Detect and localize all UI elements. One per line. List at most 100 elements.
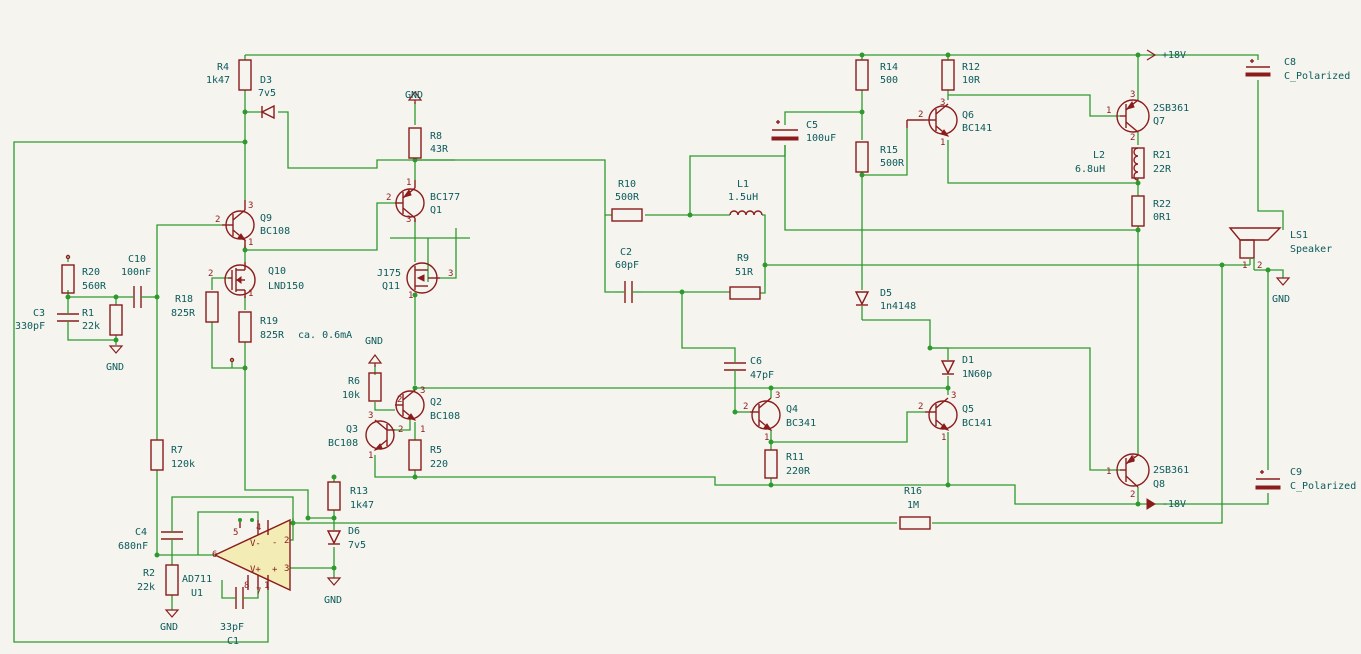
- gnd-symbol-ls: [1275, 277, 1291, 286]
- label-r14: R14: [880, 62, 898, 73]
- label-r1: R1: [82, 308, 94, 319]
- label-q1: Q1: [430, 205, 442, 216]
- transistor-q7: [1116, 99, 1150, 133]
- value-l2: 6.8uH: [1075, 164, 1105, 175]
- pin-label: 2: [208, 269, 213, 279]
- label-r9: R9: [737, 253, 749, 264]
- value-r6: 10k: [342, 390, 360, 401]
- resistor-r5: [408, 439, 422, 471]
- label-d1: D1: [962, 355, 974, 366]
- value-r18: 825R: [171, 308, 196, 319]
- resistors: [61, 59, 1145, 596]
- value-r5: 220: [430, 459, 448, 470]
- label-q7: Q7: [1153, 116, 1165, 127]
- label-q9: Q9: [260, 213, 272, 224]
- component-labels: R4 1k47 D3 7v5 GND R8 43R BC177 Q1 R10 5…: [15, 50, 1356, 647]
- resistor-r14: [855, 59, 869, 91]
- value-r12: 10R: [962, 75, 981, 86]
- pin-label: 2: [386, 193, 391, 203]
- label-r15: R15: [880, 145, 898, 156]
- value-r4: 1k47: [206, 75, 230, 86]
- label-d3: D3: [260, 75, 272, 86]
- label-gnd: GND: [405, 90, 423, 101]
- label-l2: L2: [1093, 150, 1105, 161]
- diode-d3: [260, 104, 275, 120]
- value-c1: 33pF: [220, 622, 244, 633]
- pin-label: 1: [368, 451, 373, 461]
- transistor-q10: [224, 262, 256, 298]
- pin-label: 2: [398, 425, 403, 435]
- diode-d5: [854, 291, 870, 306]
- power-flag-minus18: [1146, 498, 1156, 510]
- pin-label: 3: [284, 564, 289, 574]
- value-r7: 120k: [171, 459, 195, 470]
- pin-label: 1: [941, 433, 946, 443]
- label-gnd: GND: [1272, 294, 1290, 305]
- pin-label: 3: [775, 391, 780, 401]
- transistor-q5: [925, 397, 958, 431]
- resistor-r6: [368, 372, 382, 402]
- value-d5: 1n4148: [880, 301, 916, 312]
- transistor-q8: [1116, 453, 1150, 488]
- pin-label: 1: [264, 581, 269, 591]
- capacitor-c3: [57, 310, 79, 327]
- gnd-symbol-r2: [164, 609, 180, 618]
- value-r20: 560R: [82, 281, 107, 292]
- value-r14: 500: [880, 75, 898, 86]
- value-d1: 1N60p: [962, 369, 992, 380]
- value-c4: 680nF: [118, 541, 148, 552]
- label-r20: R20: [82, 267, 100, 278]
- pin-label: V-: [250, 539, 261, 549]
- resistor-r2: [165, 564, 179, 596]
- capacitor-c8: [1245, 59, 1271, 77]
- resistor-r22: [1131, 195, 1145, 227]
- value-c2: 60pF: [615, 260, 639, 271]
- pin-label: 1: [1242, 261, 1247, 271]
- pin-label: 2: [284, 536, 289, 546]
- transistor-q4: [750, 397, 781, 431]
- gnd-symbol-d6: [326, 577, 342, 586]
- pin-label: 1: [406, 178, 411, 188]
- resistor-r10: [611, 208, 643, 222]
- label-r22: R22: [1153, 199, 1171, 210]
- pin-label: 4: [256, 523, 261, 533]
- value-q4: BC341: [786, 418, 816, 429]
- pin-label: 2: [918, 110, 923, 120]
- value-c10: 100nF: [121, 267, 151, 278]
- label-r7: R7: [171, 445, 183, 456]
- pin-label: +: [272, 565, 278, 575]
- resistor-r15: [855, 141, 869, 173]
- value-r8: 43R: [430, 144, 449, 155]
- pin-numbers: 3 2 1 1 2 3 2 1 3 1 3 2 1 3 2 1 3 2 1 3 …: [208, 90, 1262, 597]
- pin-label: 1: [420, 425, 425, 435]
- pin-label: 1: [1106, 106, 1111, 116]
- value-q8: 2SB361: [1153, 465, 1189, 476]
- capacitor-c6: [724, 355, 746, 378]
- junction-dots: [65, 52, 1271, 571]
- label-r10: R10: [618, 179, 636, 190]
- label-gnd: GND: [365, 336, 383, 347]
- label-r21: R21: [1153, 150, 1171, 161]
- transistors: [222, 99, 1150, 488]
- pin-label: 8: [244, 581, 249, 591]
- pin-label: 3: [1130, 455, 1135, 465]
- gnd-symbol-r6: [367, 354, 383, 367]
- value-u1: AD711: [182, 574, 212, 585]
- label-u1: U1: [191, 588, 203, 599]
- value-q10: LND150: [268, 281, 304, 292]
- transistor-q6: [906, 103, 958, 137]
- label-c6: C6: [750, 356, 762, 367]
- value-r19: 825R: [260, 330, 285, 341]
- pin-label: 3: [420, 386, 425, 396]
- value-r15: 500R: [880, 158, 905, 169]
- pin-label: 2: [215, 215, 220, 225]
- capacitor-c1: [232, 587, 247, 609]
- pin-label: 2: [918, 402, 923, 412]
- opamp-u1: [213, 518, 291, 592]
- gnd-symbol-q1: [407, 91, 423, 104]
- value-q6: BC141: [962, 123, 992, 134]
- label-q3: Q3: [346, 424, 358, 435]
- value-q1: BC177: [430, 192, 460, 203]
- pin-label: V+: [250, 565, 261, 575]
- diode-d1: [940, 360, 956, 375]
